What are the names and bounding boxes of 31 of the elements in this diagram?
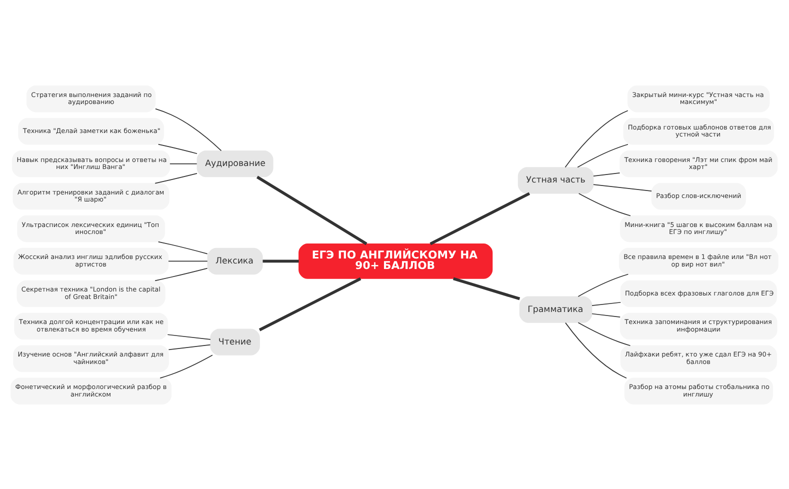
connector	[160, 354, 213, 378]
node-box: Лексика	[207, 247, 263, 274]
connector	[155, 108, 222, 151]
node-box: Грамматика	[519, 296, 592, 322]
connector	[592, 312, 621, 317]
node-box: Чтение	[210, 328, 260, 355]
connector	[256, 175, 368, 245]
connector	[167, 334, 211, 340]
connector	[565, 322, 627, 378]
connector	[170, 162, 198, 164]
connector	[158, 143, 198, 154]
node-box: ЕГЭ ПО АНГЛИЙСКОМУ НА 90+ БАЛЛОВ	[298, 243, 493, 278]
connector	[168, 344, 211, 350]
connector	[154, 267, 208, 281]
connector	[578, 192, 631, 216]
connector	[154, 172, 198, 184]
node-box: Аудирование	[196, 150, 274, 177]
connector	[168, 260, 208, 262]
connector	[262, 259, 299, 262]
connector	[452, 276, 520, 300]
connector	[593, 184, 652, 192]
connector	[577, 143, 628, 168]
connector	[578, 322, 631, 346]
connector	[593, 172, 620, 176]
connector	[258, 276, 362, 331]
connector	[578, 273, 629, 296]
connector	[564, 110, 628, 168]
connector	[430, 192, 530, 245]
node-box: Устная часть	[518, 166, 594, 194]
connector	[592, 301, 622, 306]
connector	[158, 240, 208, 254]
